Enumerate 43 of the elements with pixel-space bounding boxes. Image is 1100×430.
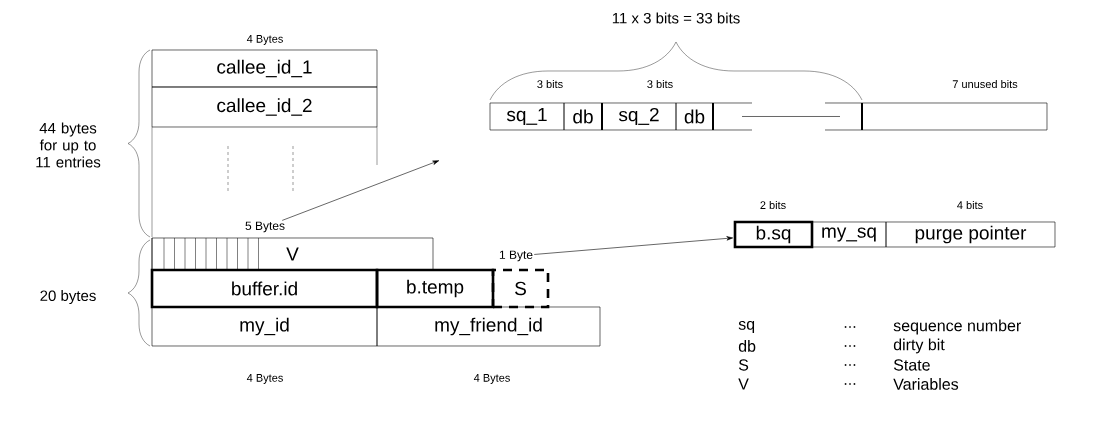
- text-label: sequence number: [893, 319, 1021, 335]
- field-cell: purge pointer: [885, 221, 1056, 248]
- size-label: 5 Bytes: [245, 221, 285, 233]
- text-label: 3 bits: [647, 79, 673, 89]
- field-cell: db: [563, 102, 603, 131]
- text-label: 2 bits: [760, 200, 786, 210]
- field-cell: sq_1: [489, 102, 565, 131]
- text-label: ...: [844, 364, 856, 366]
- text-label: ...: [844, 326, 856, 328]
- field-cell: my_friend_id: [376, 306, 601, 347]
- text-label: 3 bits: [537, 79, 563, 89]
- text-label: 7 unused bits: [952, 79, 1018, 89]
- field-cell: b.sq: [733, 220, 814, 249]
- arrow: [281, 160, 440, 221]
- text-label: db: [738, 340, 756, 352]
- text-label: 20 bytes: [40, 290, 96, 304]
- text-label: 44 bytes for up to 11 entries: [36, 122, 101, 168]
- text-label: State: [893, 359, 930, 371]
- text-label: V: [738, 378, 749, 390]
- field-cell: sq_2: [601, 102, 677, 131]
- text-label: 4 Bytes: [246, 374, 283, 384]
- text-label: ...: [844, 345, 856, 347]
- text-label: 11 x 3 bits = 33 bits: [612, 12, 740, 24]
- field-cell: b.temp: [375, 268, 495, 309]
- text-label: sq: [738, 321, 755, 333]
- text-label: ...: [844, 383, 856, 385]
- text-label: S: [738, 359, 749, 371]
- text-label: dirty bit: [893, 338, 945, 354]
- hatched-cell: V: [151, 237, 434, 271]
- arrow: [533, 236, 733, 255]
- field-cell: my_id: [151, 306, 378, 347]
- field-cell: buffer.id: [150, 268, 379, 309]
- field-cell: db: [675, 102, 714, 131]
- field-cell: callee_id_1: [151, 49, 378, 88]
- text-label: Variables: [893, 378, 959, 390]
- text-label: 4 bits: [957, 200, 983, 210]
- field-cell: my_sq: [811, 221, 887, 248]
- field-cell: S: [491, 268, 550, 309]
- field-cell: [861, 102, 1048, 131]
- text-label: 4 Bytes: [473, 374, 510, 384]
- size-label: 1 Byte: [499, 250, 533, 262]
- field-cell: callee_id_2: [151, 86, 378, 128]
- bit-field-gap: [712, 102, 863, 131]
